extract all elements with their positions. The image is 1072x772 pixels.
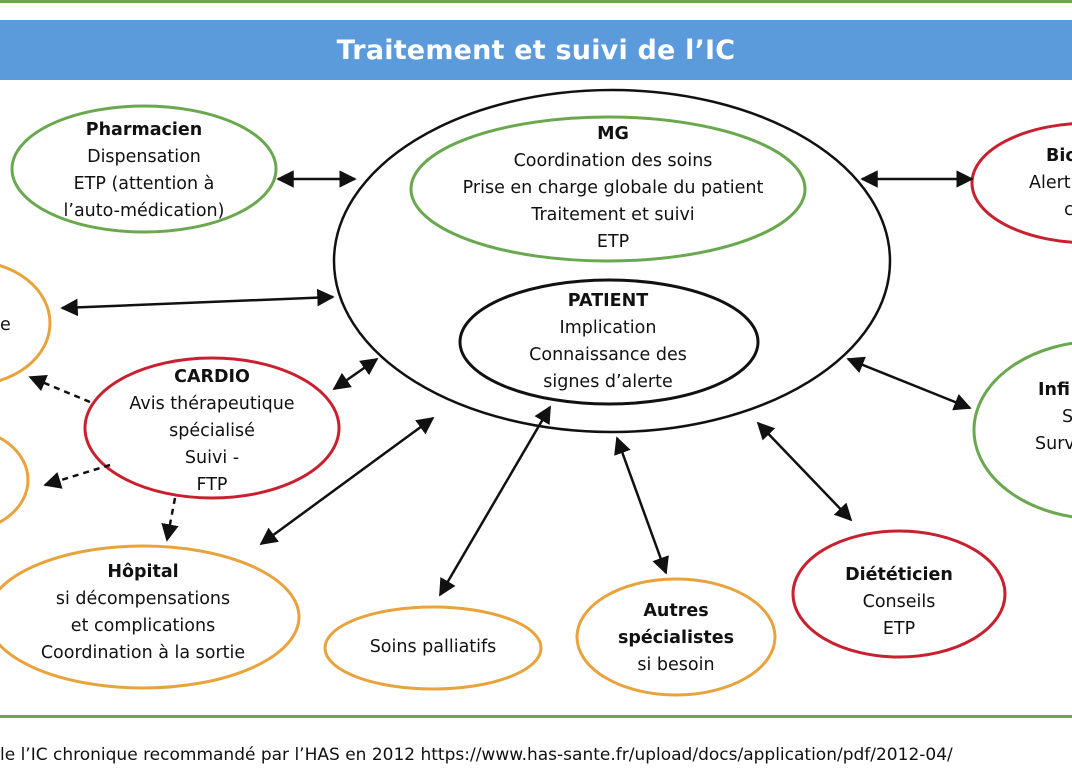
patient-node: PATIENT Implication Connaissance des sig…: [493, 288, 723, 396]
arrow-palliatifs-patient: [438, 405, 552, 597]
bio-title: Bio: [1046, 146, 1072, 166]
pharmacien-node: Pharmacien Dispensation ETP (attention à…: [44, 117, 244, 225]
patient-ellipse: [458, 278, 760, 406]
patient-line-2: Connaissance des: [529, 345, 687, 365]
left-orange-top-ellipse: [0, 263, 52, 383]
autres-title-2: spécialistes: [617, 628, 735, 648]
pharmacien-line-1: Dispensation: [87, 147, 201, 167]
cardio-line-2: spécialisé: [169, 421, 255, 441]
autres-specialistes-ellipse: [575, 577, 777, 697]
banner-title: Traitement et suivi de l’IC: [0, 20, 1072, 80]
hopital-line-2: et complications: [70, 616, 216, 636]
arrow-central-infirmier: [846, 356, 972, 411]
autres-title: Autres: [643, 601, 709, 621]
cardio-node: CARDIO Avis thérapeutique spécialisé Sui…: [112, 364, 312, 499]
infirmier-line-1: S: [1062, 407, 1072, 427]
bio-node: Bio Alert c: [1002, 143, 1072, 224]
hopital-title: Hôpital: [107, 562, 179, 582]
infirmier-ellipse: [972, 341, 1072, 519]
cardio-title: CARDIO: [174, 367, 250, 387]
arrow-left-orange-central: [60, 288, 335, 317]
top-rule: [0, 0, 1072, 3]
infirmier-node: Infi S Surv: [1030, 377, 1072, 458]
infirmier-title: Infi: [1038, 380, 1070, 400]
left-orange-mid-ellipse: [0, 436, 30, 524]
dieteticien-line-2: ETP: [882, 619, 916, 639]
patient-line-3: signes d’alerte: [543, 372, 673, 392]
mg-line-1: Coordination des soins: [513, 151, 713, 171]
arrow-autres-central: [614, 436, 669, 575]
soins-palliatifs-ellipse: [323, 605, 543, 691]
source-caption: le l’IC chronique recommandé par l’HAS e…: [0, 745, 953, 765]
mg-line-3: Traitement et suivi: [531, 205, 695, 225]
left-orange-top-line: e: [0, 315, 11, 335]
hopital-ellipse: [0, 544, 301, 690]
pharmacien-ellipse: [10, 104, 278, 234]
dashed-arrow-cardio-hopital: [161, 497, 179, 542]
bio-line-2: c: [1064, 200, 1072, 220]
patient-line-1: Implication: [559, 318, 657, 338]
mg-ellipse: [409, 115, 807, 263]
left-orange-top-node: e: [0, 312, 11, 339]
hopital-line-1: si décompensations: [55, 589, 231, 609]
hopital-line-3: Coordination à la sortie: [40, 643, 246, 663]
bio-line-1: Alert: [1029, 173, 1071, 193]
cardio-line-3: Suivi -: [184, 448, 240, 468]
dieteticien-title: Diététicien: [845, 565, 953, 585]
mg-line-4: ETP: [596, 232, 630, 252]
arrow-dieteticien-central: [756, 421, 853, 522]
bottom-rule: [0, 715, 1072, 718]
arrow-hopital-central: [259, 416, 435, 546]
mg-title: MG: [597, 124, 629, 144]
dieteticien-node: Diététicien Conseils ETP: [809, 562, 989, 643]
dieteticien-ellipse: [791, 529, 1007, 659]
autres-line-1: si besoin: [637, 655, 715, 675]
patient-title: PATIENT: [567, 291, 649, 311]
soins-palliatifs-label: Soins palliatifs: [369, 637, 497, 657]
pharmacien-line-2: ETP (attention à: [73, 174, 215, 194]
pharmacien-line-3: l’auto-médication): [63, 201, 225, 221]
cardio-line-1: Avis thérapeutique: [129, 394, 295, 414]
autres-specialistes-node: Autres spécialistes si besoin: [596, 598, 756, 679]
dashed-arrow-cardio-left-mid: [43, 463, 111, 489]
central-ellipse: [332, 88, 892, 434]
hopital-node: Hôpital si décompensations et complicati…: [18, 559, 268, 667]
arrow-cardio-central: [332, 357, 379, 391]
mg-line-2: Prise en charge globale du patient: [462, 178, 764, 198]
soins-palliatifs-node: Soins palliatifs: [343, 634, 523, 661]
infirmier-line-2: Surv: [1035, 434, 1072, 454]
pharmacien-title: Pharmacien: [85, 120, 203, 140]
mg-node: MG Coordination des soins Prise en charg…: [428, 121, 798, 256]
dashed-arrow-cardio-left-top: [28, 374, 91, 404]
dieteticien-line-1: Conseils: [862, 592, 936, 612]
cardio-line-4: FTP: [196, 475, 228, 495]
